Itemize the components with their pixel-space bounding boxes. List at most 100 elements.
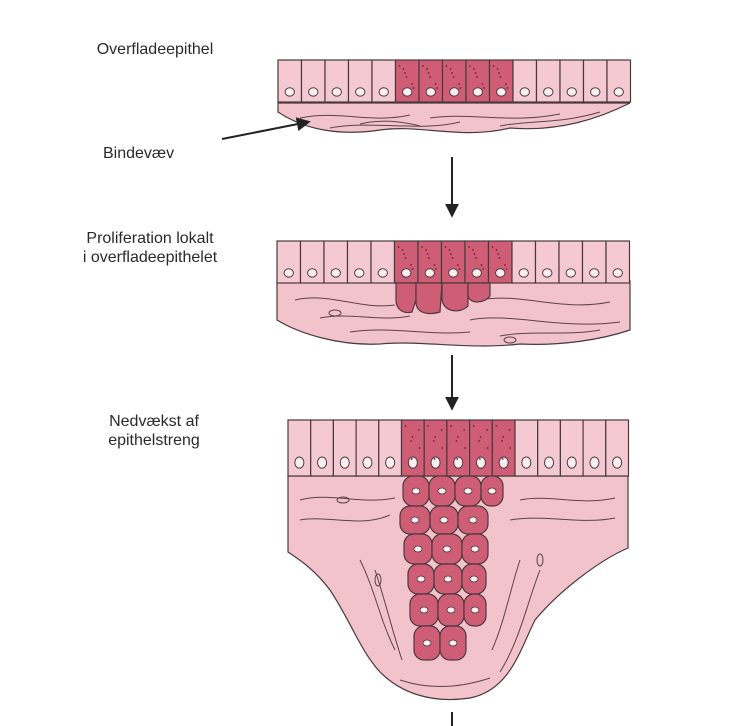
label-proliferation: Proliferation lokalt i overfladeepithele…: [44, 229, 256, 267]
cell-granule: [504, 264, 506, 266]
cell-granule: [492, 65, 495, 67]
cell-granule: [458, 83, 460, 85]
connective-fibers-2: [294, 297, 621, 344]
cell-granule: [478, 440, 481, 442]
epithelial-cord: [399, 475, 504, 661]
cell-granule: [469, 65, 471, 67]
cell-granule: [508, 429, 511, 431]
cell-nucleus: [385, 456, 396, 469]
epithelial-cell: [606, 59, 632, 103]
cell-nucleus: [413, 545, 423, 553]
cell-nucleus: [448, 639, 458, 647]
cell-granule: [427, 425, 430, 427]
cell-granule: [491, 246, 494, 248]
cell-nucleus: [307, 268, 318, 278]
cell-granule: [397, 246, 400, 248]
label-ingrowth-line1: Nedvækst af: [109, 413, 199, 430]
cell-granule: [509, 447, 512, 449]
connective-fibers-1: [299, 111, 601, 129]
cell-nucleus: [437, 487, 447, 495]
cell-granule: [479, 458, 481, 460]
cell-granule: [410, 264, 412, 266]
label-proliferation-line1: Proliferation lokalt: [86, 230, 214, 247]
cell-nucleus: [439, 516, 449, 524]
cell-nucleus: [446, 606, 456, 614]
cell-granule: [464, 447, 466, 449]
cell-granule: [433, 264, 436, 266]
cell-nucleus: [565, 268, 576, 278]
cell-granule: [482, 268, 484, 270]
cell-granule: [506, 87, 509, 89]
cell-nucleus: [590, 87, 601, 97]
cell-granule: [418, 447, 421, 449]
cell-granule: [505, 83, 507, 85]
cell-granule: [451, 257, 454, 259]
cell-nucleus: [612, 456, 623, 469]
cell-nucleus: [566, 456, 577, 469]
cell-granule: [427, 72, 430, 74]
cell-granule: [483, 87, 485, 89]
cell-granule: [499, 76, 502, 78]
cell-granule: [451, 72, 453, 74]
cell-nucleus: [544, 456, 555, 469]
cell-granule: [403, 253, 405, 255]
cell-nucleus: [419, 606, 429, 614]
cell-granule: [474, 72, 477, 74]
cell-nucleus: [453, 456, 464, 469]
cell-nucleus: [443, 575, 453, 583]
connective-tissue-layer-2: [276, 280, 631, 347]
cell-granule: [411, 268, 414, 270]
cell-granule: [434, 83, 437, 85]
cell-nucleus: [362, 456, 373, 469]
cell-nucleus: [498, 456, 509, 469]
cell-granule: [496, 68, 499, 70]
cell-granule: [450, 253, 452, 255]
cell-nucleus: [430, 456, 441, 469]
cell-granule: [440, 429, 443, 431]
epithelial-cell-row-2: [276, 240, 631, 284]
cell-granule: [411, 436, 414, 438]
stage-proliferation: [276, 240, 631, 347]
cell-granule: [475, 257, 477, 259]
cell-nucleus: [543, 87, 554, 97]
label-ingrowth-line2: epithelstreng: [108, 432, 200, 449]
cell-nucleus: [355, 87, 366, 97]
cell-granule: [411, 83, 413, 85]
label-connective-tissue: Bindevæv: [103, 145, 175, 162]
cell-granule: [402, 68, 405, 70]
cell-nucleus: [521, 456, 532, 469]
cell-nucleus: [378, 87, 389, 97]
cell-granule: [422, 65, 424, 67]
cell-granule: [410, 440, 412, 442]
cell-nucleus: [331, 87, 342, 97]
cell-nucleus: [475, 456, 486, 469]
cell-granule: [457, 264, 459, 266]
cell-granule: [481, 83, 484, 85]
cell-nucleus: [470, 545, 480, 553]
cell-nucleus: [589, 456, 600, 469]
cell-granule: [457, 436, 459, 438]
cell-granule: [473, 68, 475, 70]
cell-granule: [426, 68, 428, 70]
cell-granule: [495, 249, 498, 251]
cell-granule: [501, 440, 503, 442]
cell-nucleus: [470, 606, 480, 614]
cell-granule: [505, 268, 508, 270]
cell-granule: [458, 268, 461, 270]
cell-granule: [456, 458, 459, 460]
cell-nucleus: [308, 87, 319, 97]
cell-nucleus: [442, 545, 452, 553]
cell-granule: [436, 87, 438, 89]
cell-granule: [444, 246, 447, 248]
stage-epithelial-cord-ingrowth: [287, 419, 630, 701]
cell-granule: [404, 257, 407, 259]
cell-nucleus: [519, 87, 530, 97]
cell-nucleus: [469, 575, 479, 583]
cell-nucleus: [294, 456, 305, 469]
cell-granule: [463, 429, 466, 431]
cell-nucleus: [463, 487, 473, 495]
cell-granule: [417, 429, 420, 431]
cell-nucleus: [317, 456, 328, 469]
proliferating-bud-2: [395, 282, 491, 315]
